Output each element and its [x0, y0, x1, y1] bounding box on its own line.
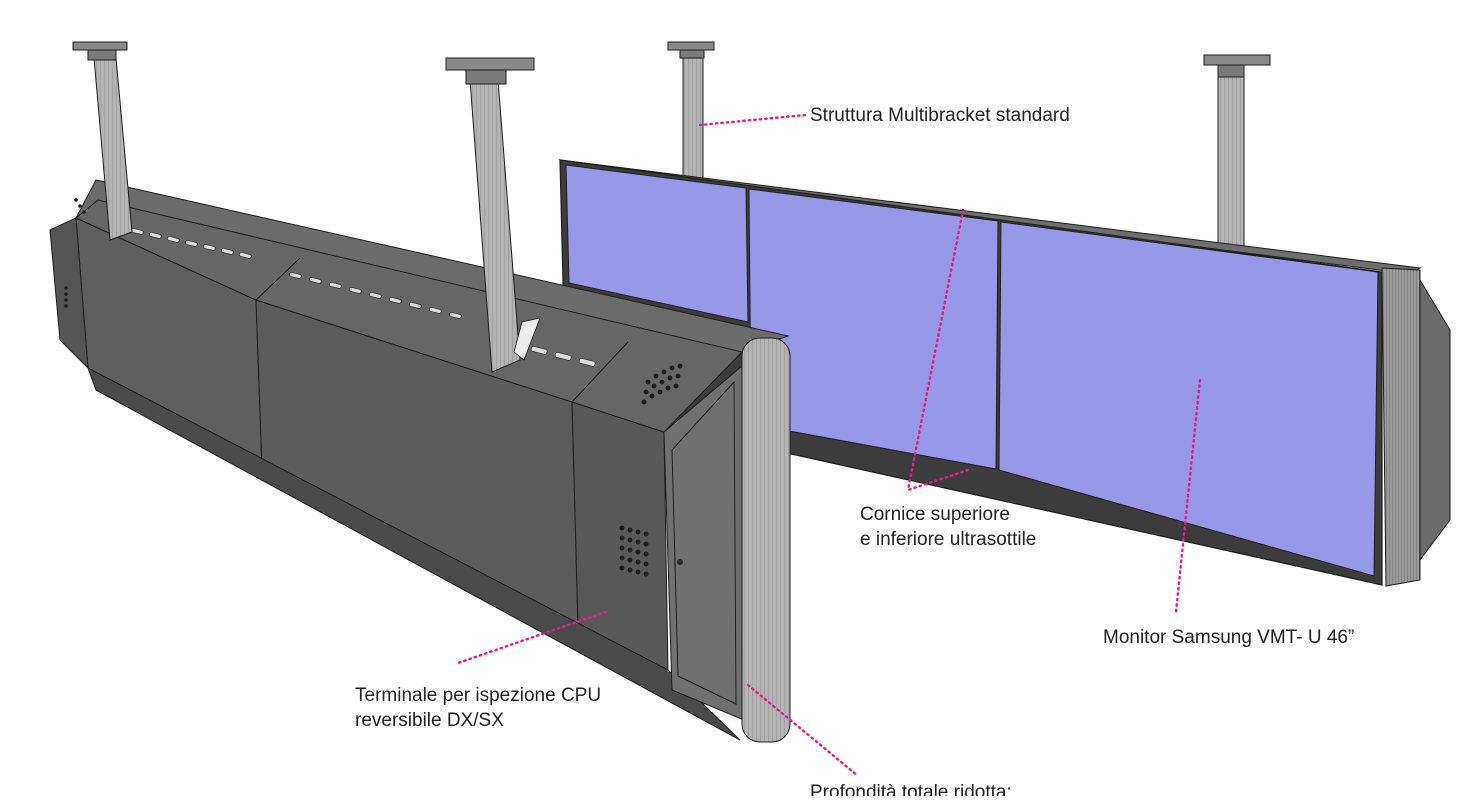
leader-profondita	[746, 683, 860, 778]
label-cornice-line2: e inferiore ultrasottile	[860, 529, 1037, 550]
label-profondita: Profondità totale ridotta:	[810, 782, 1012, 796]
label-struttura: Struttura Multibracket standard	[810, 105, 1070, 126]
wall-side-cylinder	[1381, 267, 1421, 587]
leader-cornice-top	[906, 208, 965, 492]
leader-cornice-bottom	[906, 468, 970, 492]
monitor-screen-1	[565, 164, 749, 323]
label-terminale-line2: reversibile DX/SX	[355, 710, 504, 731]
end-cylinder	[741, 337, 791, 743]
leader-lines	[456, 113, 1202, 778]
front-casing	[49, 179, 791, 743]
leader-terminale	[456, 610, 608, 665]
back-poles	[667, 41, 1271, 251]
ceiling-pole-front-2	[445, 57, 541, 373]
ceiling-pole-back-2	[1203, 54, 1271, 251]
ceiling-pole-back-1	[667, 41, 715, 183]
front-poles	[72, 41, 541, 373]
cooling-grilles	[64, 198, 683, 577]
monitor-screen-3	[998, 221, 1379, 577]
video-wall	[558, 159, 1451, 587]
label-cornice-line1: Cornice superiore	[860, 504, 1010, 525]
label-monitor: Monitor Samsung VMT- U 46”	[1103, 627, 1355, 648]
ceiling-pole-front-1	[72, 41, 133, 241]
leader-monitor	[1174, 378, 1202, 614]
label-terminale-line1: Terminale per ispezione CPU	[355, 685, 602, 706]
leader-struttura	[698, 113, 807, 127]
label-profondita-clip: Profondità totale ridotta:	[810, 780, 1012, 796]
